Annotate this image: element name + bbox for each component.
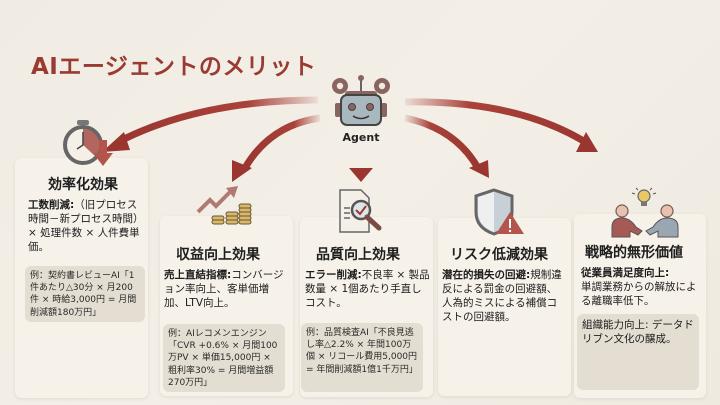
rising-chart-coins-icon — [196, 186, 252, 225]
card-title: 戦略的無形価値 — [585, 245, 683, 261]
card-body: エラー削減:不良率 × 製品数量 × 1個あたり手直しコスト。 — [305, 269, 430, 309]
shield-warning-icon — [474, 188, 524, 236]
document-magnifier-check-icon — [339, 189, 382, 233]
card-body: 従業員満足度向上:単調業務からの解放による離職率低下。 — [581, 267, 697, 307]
arrow-to-risk — [404, 114, 482, 170]
robot-with-gears-icon — [332, 75, 390, 126]
card-body: 工数削減:（旧プロセス時間－新プロセス時間）× 処理件数 × 人件費単価。 — [28, 199, 144, 253]
handshake-lightbulb-icon — [611, 187, 679, 238]
card-body: 売上直結指標:コンバージョン率向上、客単価増加、LTV向上。 — [164, 269, 284, 309]
card-risk — [438, 218, 571, 396]
arrow-to-efficiency — [116, 96, 319, 146]
arrow-to-revenue — [241, 114, 321, 170]
example-box: 例：品質検査AI「不良見逃し率△2.2% × 年間100万個 × リコール費用5… — [301, 323, 423, 392]
card-body: 潜在的損失の回避:規制違反による罰金の回避額、人為的ミスによる補償コストの回避額… — [442, 269, 562, 323]
arrow-head-efficiency — [102, 132, 130, 152]
stopwatch-down-arrow-icon — [63, 120, 113, 166]
card-title: 品質向上効果 — [316, 247, 400, 263]
arrow-head-quality — [349, 168, 373, 182]
card-title: 収益向上効果 — [176, 247, 260, 263]
example-box: 例：AIレコメンエンジン「CVR +0.6% × 月間100万PV × 単価15… — [163, 324, 285, 392]
page-title: AIエージェントのメリット — [31, 54, 317, 80]
arrow-head-strategic — [576, 132, 598, 152]
arrow-head-risk — [469, 160, 489, 178]
card-title: 効率化効果 — [48, 177, 118, 193]
arrow-to-strategic — [404, 98, 592, 148]
example-box: 例：契約書レビューAI「1件あたり△30分 × 月200件 × 時給3,000円… — [25, 266, 145, 322]
agent-label: Agent — [342, 131, 380, 144]
card-title: リスク低減効果 — [450, 247, 548, 263]
arrow-head-revenue — [232, 160, 252, 182]
example-box: 組織能力向上: データドリブン文化の醸成。 — [577, 314, 699, 390]
